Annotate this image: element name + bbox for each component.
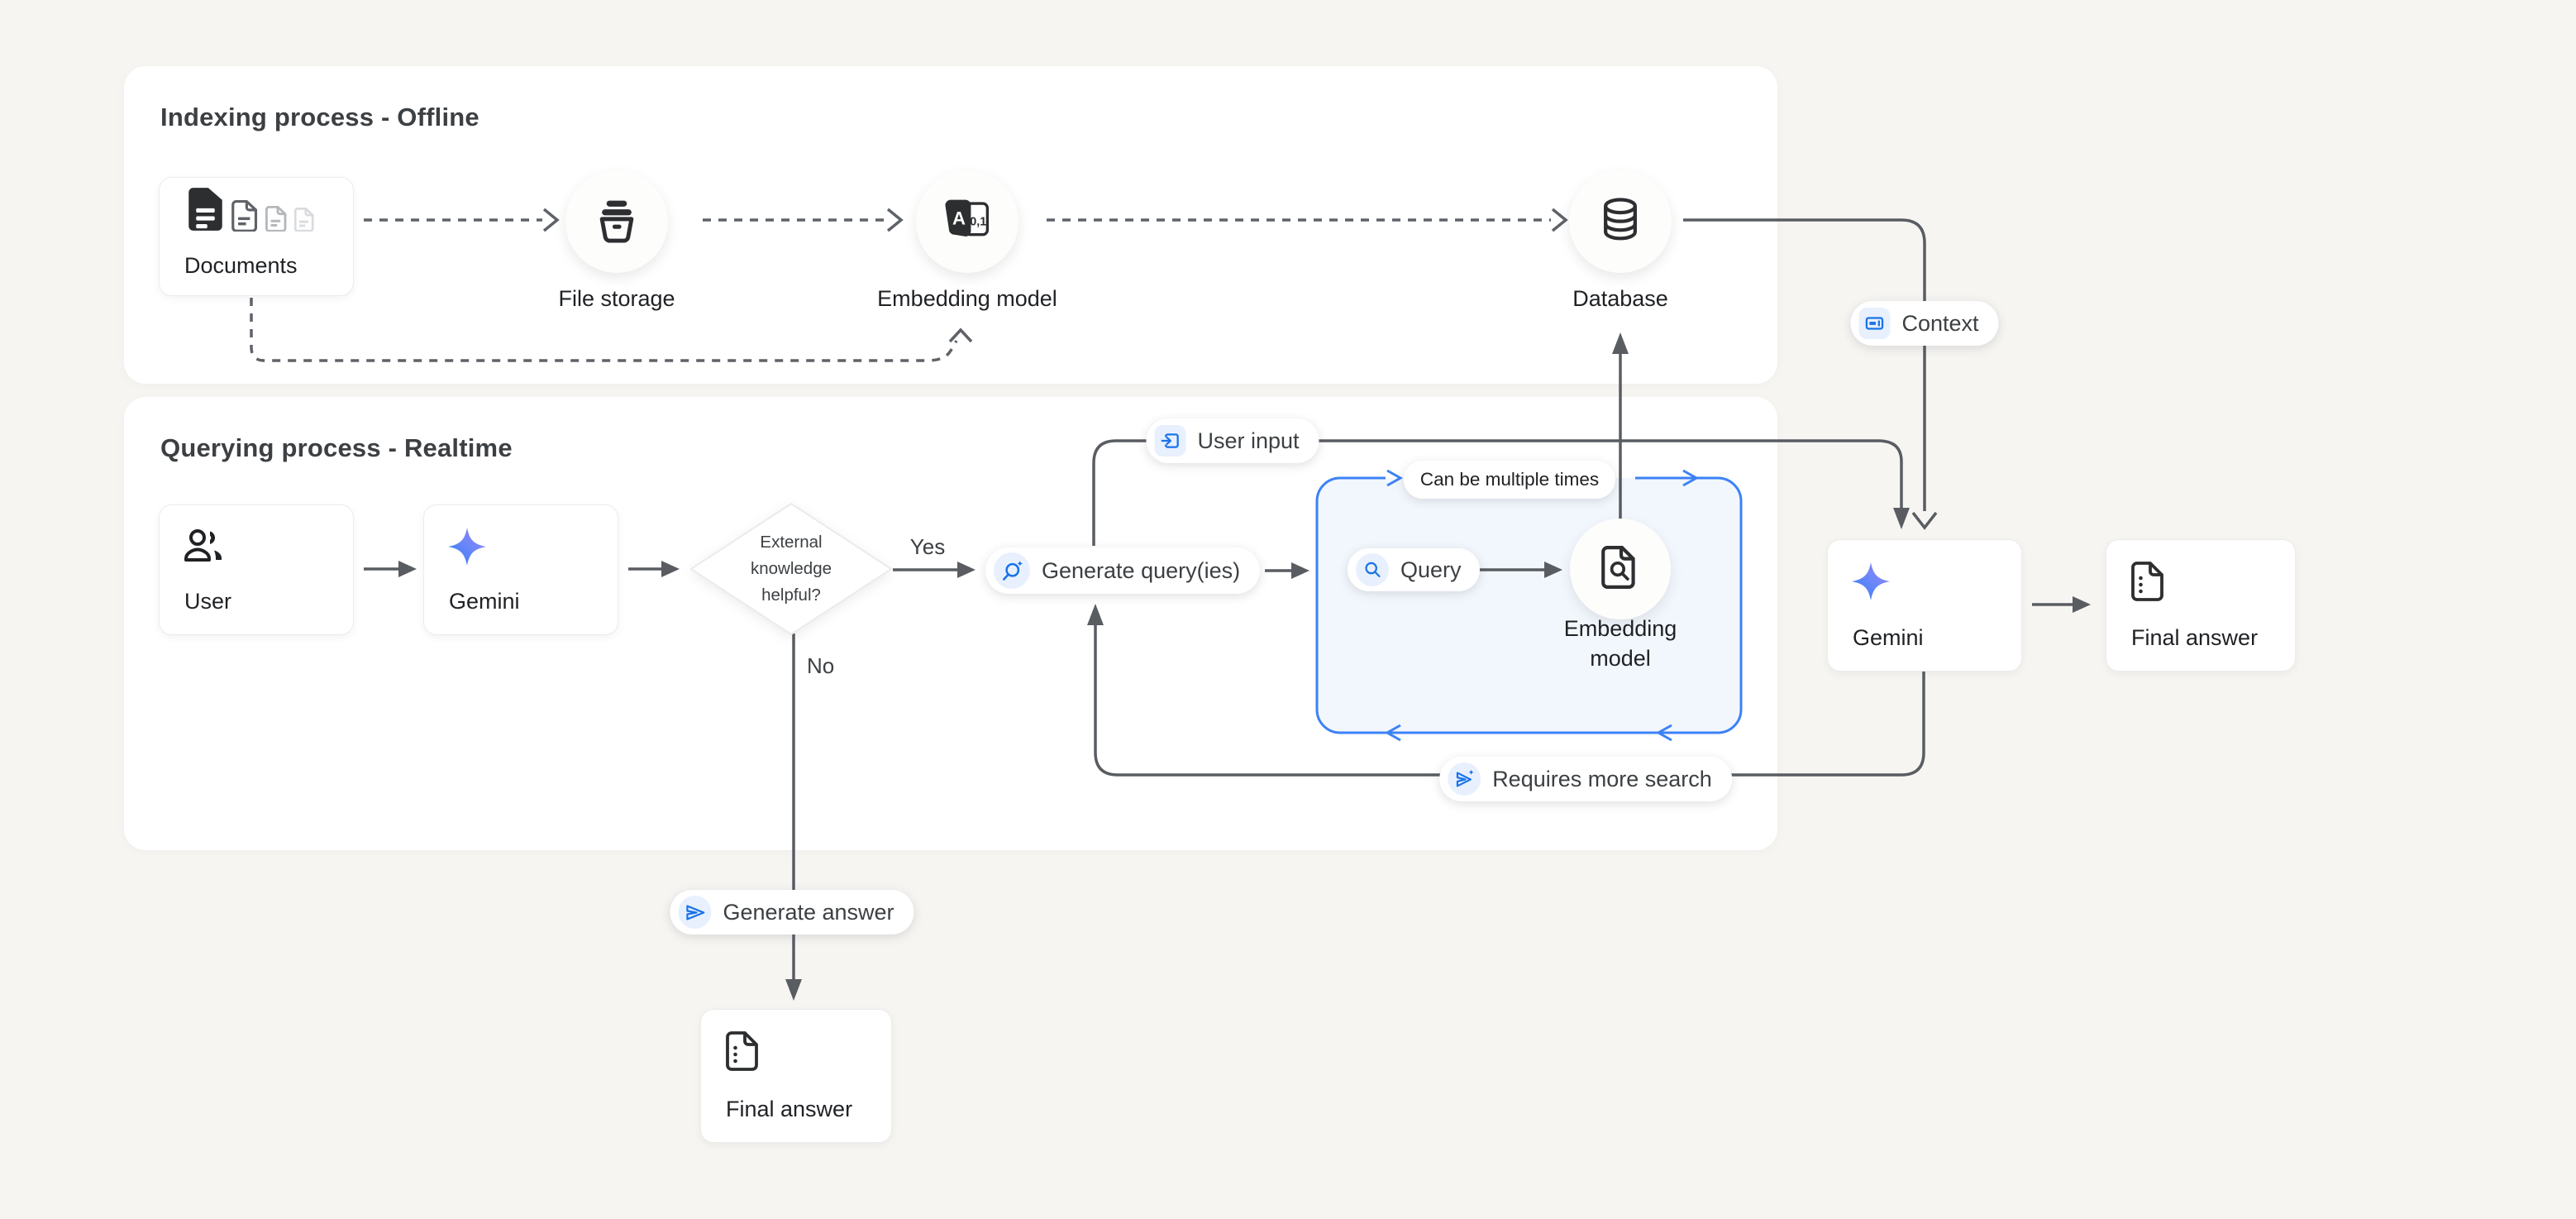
input-icon xyxy=(1154,425,1186,457)
context-label: Context xyxy=(1901,310,1979,336)
can-be-multiple-times-label: Can be multiple times xyxy=(1419,469,1600,490)
user-node: User xyxy=(159,504,354,635)
decision-diamond xyxy=(690,503,892,635)
documents-icons xyxy=(187,187,314,236)
send-icon xyxy=(678,896,712,929)
solid-connectors xyxy=(364,218,2073,979)
context-badge: Context xyxy=(1850,301,1999,346)
final-answer-bottom-label: Final answer xyxy=(726,1097,853,1121)
search-icon xyxy=(1356,553,1389,586)
decision-line: helpful? xyxy=(761,585,821,605)
requires-more-search-label: Requires more search xyxy=(1492,766,1712,791)
generate-queries-pill: Generate query(ies) xyxy=(985,547,1261,594)
document-icon xyxy=(265,205,287,236)
can-be-multiple-times-pill: Can be multiple times xyxy=(1403,461,1616,499)
database-label: Database xyxy=(1572,286,1668,311)
final-answer-doc-icon xyxy=(2130,562,2168,605)
file-storage-node xyxy=(565,170,668,273)
final-answer-doc-icon xyxy=(724,1031,762,1075)
decision-line: External xyxy=(760,533,823,552)
file-storage-label: File storage xyxy=(558,286,675,311)
query-label: Query xyxy=(1400,557,1462,582)
embedding-model-offline-label: Embedding model xyxy=(877,286,1057,311)
search-sparkle-icon xyxy=(994,552,1030,589)
users-icon xyxy=(183,527,226,569)
retrieval-loop-border xyxy=(1315,469,1743,742)
arrowheads xyxy=(398,332,2091,1001)
generate-answer-badge: Generate answer xyxy=(670,890,914,935)
decision-text: External knowledge helpful? xyxy=(700,519,882,619)
querying-section-title: Querying process - Realtime xyxy=(160,433,513,462)
final-answer-bottom-node: Final answer xyxy=(700,1009,892,1143)
document-search-icon xyxy=(1598,545,1643,594)
embedding-model-query-node xyxy=(1570,519,1671,619)
embedding-model-query-label: Embedding model xyxy=(1563,616,1677,672)
generate-answer-label: Generate answer xyxy=(723,899,894,925)
gemini-star-icon xyxy=(1851,562,1891,605)
final-answer-right-label: Final answer xyxy=(2131,625,2259,650)
retrieval-loop-box xyxy=(1317,478,1741,733)
document-icon xyxy=(293,207,314,236)
query-pill: Query xyxy=(1348,548,1480,591)
svg-text:0,1: 0,1 xyxy=(970,215,986,228)
gemini-left-label: Gemini xyxy=(449,589,520,614)
user-label: User xyxy=(184,589,232,614)
document-icon xyxy=(231,200,258,236)
gemini-left-node: Gemini xyxy=(423,504,618,635)
generate-queries-label: Generate query(ies) xyxy=(1042,557,1241,583)
user-input-badge: User input xyxy=(1146,418,1319,463)
database-node xyxy=(1569,170,1672,273)
final-answer-right-node: Final answer xyxy=(2106,539,2296,672)
no-label: No xyxy=(807,653,835,678)
decision-line: knowledge xyxy=(750,559,832,579)
requires-more-search-badge: Requires more search xyxy=(1439,757,1732,801)
send-sparkle-icon xyxy=(1448,762,1481,796)
translate-model-icon: 0,1 A xyxy=(942,196,993,248)
document-icon xyxy=(187,187,224,236)
gemini-star-icon xyxy=(447,527,487,571)
context-icon xyxy=(1858,308,1891,339)
yes-label: Yes xyxy=(909,534,946,559)
gemini-right-node: Gemini xyxy=(1827,539,2022,672)
documents-label: Documents xyxy=(184,253,298,278)
indexing-section-title: Indexing process - Offline xyxy=(160,103,479,131)
database-icon xyxy=(1597,196,1643,248)
gemini-right-label: Gemini xyxy=(1853,625,1924,650)
embedding-model-offline-node: 0,1 A xyxy=(916,170,1018,273)
svg-text:A: A xyxy=(952,208,966,228)
file-storage-icon xyxy=(593,196,641,248)
dashed-connectors xyxy=(250,208,1568,362)
user-input-label: User input xyxy=(1197,428,1300,453)
